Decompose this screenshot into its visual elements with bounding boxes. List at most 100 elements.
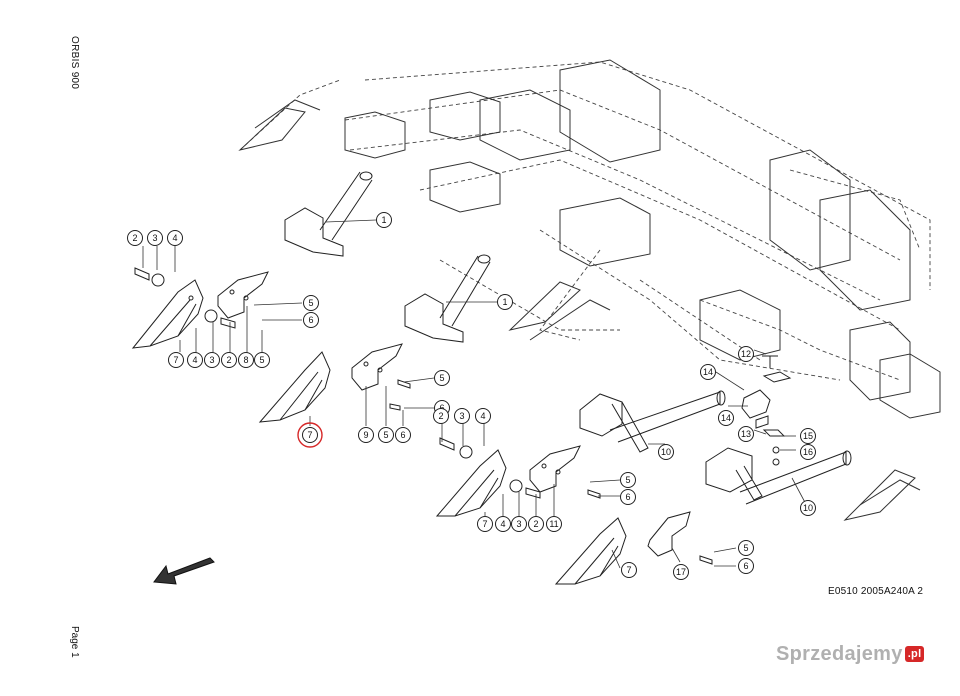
callout-circle [700,364,716,380]
callout-number: 3 [459,411,464,421]
callout-number: 6 [743,561,748,571]
callout-circle [620,472,636,488]
callout-number: 5 [625,475,630,485]
callout-circle [302,427,318,443]
callout-number: 8 [243,355,248,365]
callout-number: 6 [625,492,630,502]
callout-number: 15 [803,431,813,441]
callout-number: 9 [363,430,368,440]
callout-circle [658,444,674,460]
callout-circle [495,516,511,532]
callout-number: 11 [549,519,558,529]
leader-lines [142,219,809,569]
callout-number: 4 [480,411,485,421]
callout-number: 7 [173,355,178,365]
callout-circle [475,408,491,424]
callout-circle [204,352,220,368]
callout-number: 6 [308,315,313,325]
callout-circle [718,410,734,426]
divider-point-group-d [554,511,713,585]
callout-circle [147,230,163,246]
callout-circle [254,352,270,368]
callout-number: 5 [743,543,748,553]
callout-circle [528,516,544,532]
frame-blocks [344,59,941,419]
linkage-parts [741,355,792,466]
callout-circle [738,558,754,574]
watermark-text: Sprzedajemy [776,643,903,665]
machine-frame [239,61,931,381]
callout-number: 2 [533,519,538,529]
callout-number: 12 [741,349,751,359]
callout-number: 14 [721,413,731,423]
callout-number: 4 [172,233,177,243]
callout-circle [621,562,637,578]
callout-circle [395,427,411,443]
callout-number: 3 [516,519,521,529]
callout-number: 5 [308,298,313,308]
callout-circle [738,540,754,556]
callout-circle [434,370,450,386]
divider-point-group-c [435,437,601,517]
background-points [238,99,921,521]
tube-part-10-upper [579,390,726,453]
callout-number: 5 [439,373,444,383]
divider-point-group-b [258,343,411,423]
callout-circle [738,426,754,442]
callout-number: 1 [502,297,507,307]
callout-circle [303,295,319,311]
watermark-suffix: .pl [904,646,925,662]
callout-number: 17 [676,567,686,577]
callout-circle [800,428,816,444]
callout-circle [127,230,143,246]
callout-number: 3 [209,355,214,365]
callout-number: 5 [259,355,264,365]
callout-number: 3 [152,233,157,243]
callout-number: 2 [226,355,231,365]
callout-circle [511,516,527,532]
callout-circle [167,230,183,246]
callout-circle [168,352,184,368]
callout-number: 14 [703,367,713,377]
drawing-code: E0510 2005A240A 2 [828,586,924,597]
callout-circle [376,212,392,228]
callout-circle [620,489,636,505]
callout-circle [221,352,237,368]
callout-circle [454,408,470,424]
callout-number: 2 [132,233,137,243]
tube-part-1-upper [284,171,373,257]
callout-circle [303,312,319,328]
callout-circle [187,352,203,368]
tube-part-10-lower [705,447,852,505]
callout-circle [800,500,816,516]
divider-point-group-a [131,267,269,349]
part-callouts: 1123456743285756956234567432111010141214… [127,212,816,580]
tube-part-1-lower [404,254,491,343]
callout-circle [673,564,689,580]
callout-number: 10 [661,447,671,457]
callout-number: 6 [400,430,405,440]
callout-number: 2 [438,411,443,421]
highlight-ring [297,422,323,448]
callout-number: 10 [803,503,813,513]
callout-circle [433,408,449,424]
callout-circle [477,516,493,532]
callout-number: 5 [383,430,388,440]
callout-circle [497,294,513,310]
callout-number: 7 [626,565,631,575]
callout-circle [546,516,562,532]
watermark: Sprzedajemy.pl [776,643,925,666]
callout-circle [738,346,754,362]
callout-circle [358,427,374,443]
callout-circle [238,352,254,368]
callout-number: 4 [192,355,197,365]
callout-number: 7 [482,519,487,529]
callout-circle [378,427,394,443]
callout-number: 16 [803,447,813,457]
callout-number: 1 [381,215,386,225]
callout-number: 4 [500,519,505,529]
callout-circle [800,444,816,460]
callout-number: 7 [307,430,312,440]
